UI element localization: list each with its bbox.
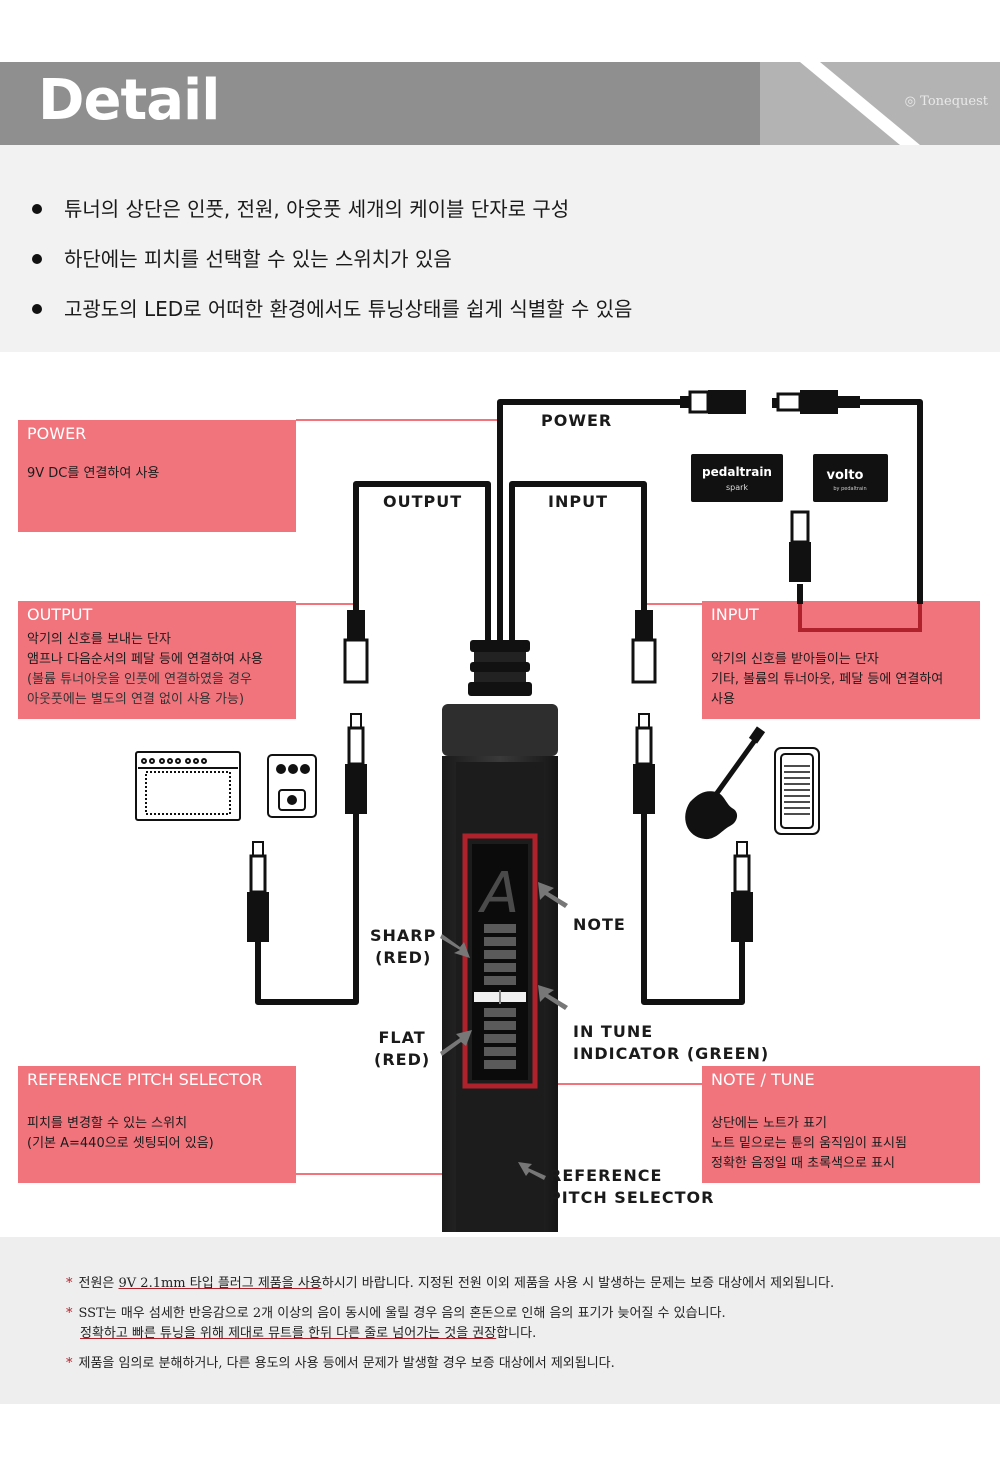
ref-pitch-callout-title: REFERENCE PITCH SELECTOR bbox=[27, 1070, 263, 1089]
power-plug-right bbox=[772, 390, 860, 414]
sharp-led-bars bbox=[484, 924, 516, 985]
svg-text:spark: spark bbox=[726, 483, 748, 492]
note-tune-callout: NOTE / TUNE 상단에는 노트가 표기 노트 밑으로는 튠의 움직임이 … bbox=[702, 1066, 980, 1183]
input-callout: INPUT 악기의 신호를 받아들이는 단자 기타, 볼륨의 튜너아웃, 페달 … bbox=[702, 601, 980, 719]
power-label: POWER bbox=[541, 411, 613, 430]
intune-arrow-icon bbox=[538, 985, 568, 1010]
output-callout-text: 앰프나 다음순서의 페달 등에 연결하여 사용 bbox=[27, 652, 263, 667]
svg-text:by pedaltrain: by pedaltrain bbox=[833, 486, 866, 492]
input-jack-top bbox=[631, 610, 657, 684]
amp-icon bbox=[135, 751, 241, 821]
note-tune-callout-text: 노트 밑으로는 튠의 움직임이 표시됨 bbox=[711, 1136, 907, 1151]
guitar-cable-plug bbox=[731, 841, 753, 942]
output-callout: OUTPUT 악기의 신호를 보내는 단자 앰프나 다음순서의 페달 등에 연결… bbox=[18, 601, 296, 719]
input-callout-text: 기타, 볼륨의 튜너아웃, 페달 등에 연결하여 bbox=[711, 672, 944, 687]
input-callout-text: 악기의 신호를 받아들이는 단자 bbox=[711, 652, 879, 667]
note-arrow-icon bbox=[538, 882, 568, 908]
notice-item: *전원은 9V 2.1mm 타입 플러그 제품을 사용하시기 바랍니다. 지정된… bbox=[66, 1276, 835, 1291]
notice-item: *SST는 매우 섬세한 반응감으로 2개 이상의 음이 동시에 울릴 경우 음… bbox=[66, 1306, 726, 1321]
ref-pitch-callout-text: (기본 A=440으로 셋팅되어 있음) bbox=[27, 1136, 214, 1151]
input-label: INPUT bbox=[548, 492, 608, 511]
output-callout-text: 악기의 신호를 보내는 단자 bbox=[27, 632, 171, 647]
bullet-icon bbox=[32, 303, 42, 314]
header-stripe bbox=[800, 62, 920, 145]
output-callout-text: (볼륨 튜너아웃을 인풋에 연결하였을 경우 bbox=[27, 672, 252, 687]
power-callout-title: POWER bbox=[27, 424, 87, 443]
output-callout-text: 아웃풋에는 별도의 연결 없이 사용 가능) bbox=[27, 692, 245, 707]
ref-pitch-callout-text: 피치를 변경할 수 있는 스위치 bbox=[27, 1116, 188, 1131]
sharp-arrow-icon bbox=[440, 934, 470, 958]
note-tune-callout-text: 상단에는 노트가 표기 bbox=[711, 1116, 827, 1131]
input-callout-text: 사용 bbox=[711, 692, 735, 707]
flat-led-bars bbox=[484, 1008, 516, 1069]
tuner-cable-boot bbox=[468, 640, 532, 696]
feature-list: 튜너의 상단은 인풋, 전원, 아웃풋 세개의 케이블 단자로 구성 하단에는 … bbox=[0, 145, 1000, 352]
svg-text:volto: volto bbox=[826, 468, 863, 483]
feature-item: 하단에는 피치를 선택할 수 있는 스위치가 있음 bbox=[32, 243, 452, 272]
note-display: A bbox=[478, 861, 519, 926]
input-plug bbox=[633, 713, 655, 814]
note-label: NOTE bbox=[573, 915, 626, 934]
page-header: Detail ◎ Tonequest bbox=[0, 62, 1000, 145]
output-jack-top bbox=[343, 610, 369, 684]
volto-icon: volto by pedaltrain bbox=[813, 454, 888, 502]
power-callout-text: 9V DC를 연결하여 사용 bbox=[27, 466, 160, 481]
wah-pedal-icon bbox=[774, 747, 820, 835]
amp-cable-plug bbox=[247, 841, 269, 942]
pedal-icon bbox=[267, 754, 317, 818]
notice-section: *전원은 9V 2.1mm 타입 플러그 제품을 사용하시기 바랍니다. 지정된… bbox=[0, 1237, 1000, 1404]
bullet-icon bbox=[32, 203, 42, 214]
output-callout-title: OUTPUT bbox=[27, 605, 93, 624]
flat-arrow-icon bbox=[440, 1030, 472, 1056]
notice-item: *제품을 임의로 분해하거나, 다른 용도의 사용 등에서 문제가 발생할 경우… bbox=[66, 1356, 615, 1371]
brand-logo: ◎ Tonequest bbox=[904, 94, 988, 109]
header-accent bbox=[760, 62, 1000, 145]
guitar-icon bbox=[685, 726, 766, 840]
output-plug bbox=[345, 713, 367, 814]
page-title: Detail bbox=[38, 68, 220, 133]
pedaltrain-spark-icon: pedaltrain spark bbox=[691, 454, 783, 502]
pointer-arrows bbox=[440, 882, 568, 1180]
sharp-label: SHARP(RED) bbox=[370, 926, 437, 967]
notice-item: 정확하고 빠른 튜닝을 위해 제대로 뮤트를 한뒤 다른 줄로 넘어가는 것을 … bbox=[80, 1326, 537, 1341]
note-tune-callout-text: 정확한 음정일 때 초록색으로 표시 bbox=[711, 1156, 895, 1171]
note-tune-callout-title: NOTE / TUNE bbox=[711, 1070, 815, 1089]
feature-item: 고광도의 LED로 어떠한 환경에서도 튜닝상태를 쉽게 식별할 수 있음 bbox=[32, 293, 632, 322]
output-label: OUTPUT bbox=[383, 492, 463, 511]
power-plug-left bbox=[680, 390, 746, 414]
feature-item: 튜너의 상단은 인풋, 전원, 아웃풋 세개의 케이블 단자로 구성 bbox=[32, 193, 569, 222]
display-frame bbox=[462, 833, 538, 1089]
ref-pitch-callout: REFERENCE PITCH SELECTOR 피치를 변경할 수 있는 스위… bbox=[18, 1066, 296, 1183]
power-plug-down bbox=[789, 510, 811, 582]
input-callout-title: INPUT bbox=[711, 605, 759, 624]
flat-label: FLAT(RED) bbox=[374, 1028, 431, 1069]
tuner-diagram: pedaltrain spark volto by pedaltrain bbox=[135, 390, 923, 1232]
ref-arrow-icon bbox=[518, 1162, 546, 1180]
power-callout: POWER 9V DC를 연결하여 사용 bbox=[18, 420, 296, 532]
bullet-icon bbox=[32, 253, 42, 264]
cables bbox=[255, 399, 923, 1005]
pink-cable-segment bbox=[798, 604, 922, 632]
svg-text:pedaltrain: pedaltrain bbox=[702, 465, 772, 479]
